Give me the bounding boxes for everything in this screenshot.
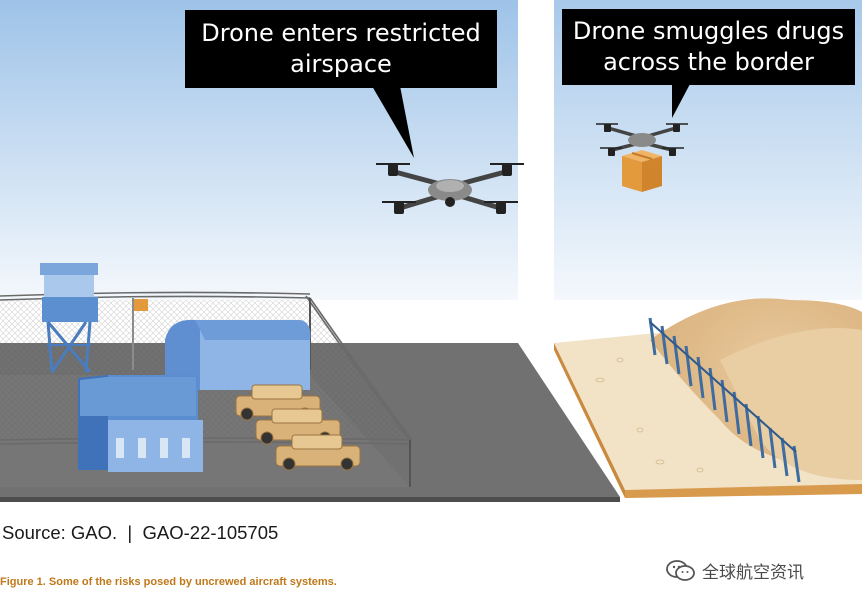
main-building	[78, 375, 203, 472]
callout-left-pointer	[372, 86, 414, 158]
source-line: Source: GAO. | GAO-22-105705	[2, 522, 279, 543]
drone-icon	[376, 163, 524, 214]
military-vehicles	[235, 384, 361, 471]
delivery-drone-icon	[596, 123, 688, 192]
watermark-text: 全球航空资讯	[702, 563, 804, 583]
figure-caption: Figure 1. Some of the risks posed by unc…	[0, 576, 337, 588]
watermark: 全球航空资讯	[666, 558, 804, 583]
wechat-icon	[666, 559, 695, 581]
desert-border	[554, 298, 862, 498]
watch-tower	[40, 263, 98, 373]
callout-left-text: Drone enters restricted airspace	[201, 19, 481, 78]
callout-right-pointer	[672, 84, 690, 118]
razor-wire	[0, 291, 413, 445]
callout-restricted-airspace: Drone enters restricted airspace	[185, 10, 497, 88]
flag	[134, 299, 148, 311]
package-icon	[622, 150, 662, 192]
vehicle-3	[275, 434, 361, 471]
military-base	[0, 263, 620, 502]
callout-drug-smuggling: Drone smuggles drugs across the border	[562, 9, 855, 85]
hangar	[165, 319, 311, 390]
border-fence	[648, 317, 801, 483]
callout-right-text: Drone smuggles drugs across the border	[572, 17, 845, 76]
